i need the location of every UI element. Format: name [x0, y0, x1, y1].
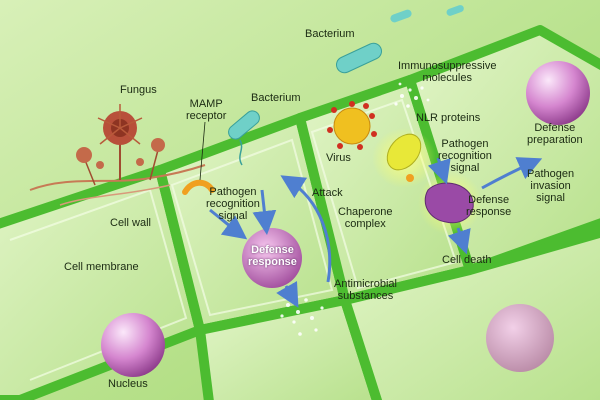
label-prs-left-1: Pathogen [209, 186, 257, 198]
label-am-1: Antimicrobial [334, 278, 397, 290]
label-mamp-receptor-line2: receptor [186, 110, 227, 122]
label-nlr-proteins: NLR proteins [416, 112, 481, 124]
label-immunosuppressive-line1: Immunosuppressive [398, 60, 497, 72]
label-dp-2: preparation [527, 134, 583, 146]
label-mamp-receptor-line1: MAMP [189, 98, 223, 110]
label-mamp-receptor: MAMP receptor [186, 98, 226, 122]
label-defense-response-right: Defense response [466, 194, 511, 218]
label-prs-left-2: recognition [206, 198, 260, 210]
chaperone-icon [372, 128, 436, 188]
virus-icon [327, 101, 377, 150]
label-dr-right-1: Defense [468, 194, 510, 206]
defense-response-right-blob [418, 171, 482, 235]
defense-response-left-blob [242, 228, 302, 288]
label-chaperone-line2: complex [344, 218, 386, 230]
label-antimicrobial-substances: Antimicrobial substances [334, 278, 397, 302]
nucleus-icon [101, 61, 590, 377]
immunosuppressive-molecules [394, 82, 430, 108]
label-chaperone-line1: Chaperone [338, 206, 393, 218]
label-dr-right-2: response [466, 206, 512, 218]
label-pis-2: invasion [530, 180, 571, 192]
label-prs-right-3: signal [450, 162, 480, 174]
label-pis-1: Pathogen [527, 168, 575, 180]
label-fungus: Fungus [120, 84, 157, 96]
label-cell-wall: Cell wall [110, 217, 151, 229]
label-dr-left-2: response [248, 256, 297, 268]
label-pathogen-recognition-right: Pathogen recognition signal [438, 138, 492, 174]
label-defense-preparation: Defense preparation [527, 122, 583, 146]
cell-bottom-center [195, 295, 383, 400]
label-dr-left-1: Defense [251, 244, 294, 256]
label-bacterium-mid: Bacterium [251, 92, 301, 104]
label-prs-left-3: signal [218, 210, 248, 222]
label-bacterium-top: Bacterium [305, 28, 355, 40]
label-cell-death: Cell death [442, 254, 492, 266]
label-prs-right-2: recognition [438, 150, 492, 162]
label-pis-3: signal [536, 192, 565, 204]
label-attack: Attack [312, 187, 343, 199]
bacterium-icon [228, 5, 464, 166]
label-nucleus: Nucleus [108, 378, 148, 390]
label-virus: Virus [326, 152, 351, 164]
label-defense-response-left: Defense response [248, 244, 297, 268]
label-chaperone-complex: Chaperone complex [338, 206, 392, 230]
label-pathogen-recognition-left: Pathogen recognition signal [206, 186, 260, 222]
label-immunosuppressive-molecules: Immunosuppressive molecules [398, 60, 496, 84]
label-cell-membrane: Cell membrane [64, 261, 139, 273]
signal-arrows [209, 157, 543, 308]
receptor-icon [182, 121, 215, 195]
fungus-icon [29, 104, 206, 206]
label-pathogen-invasion-signal: Pathogen invasion signal [527, 168, 574, 204]
label-am-2: substances [337, 290, 394, 302]
label-immunosuppressive-line2: molecules [422, 72, 472, 84]
label-prs-right-1: Pathogen [441, 138, 489, 150]
label-dp-1: Defense [534, 122, 576, 134]
